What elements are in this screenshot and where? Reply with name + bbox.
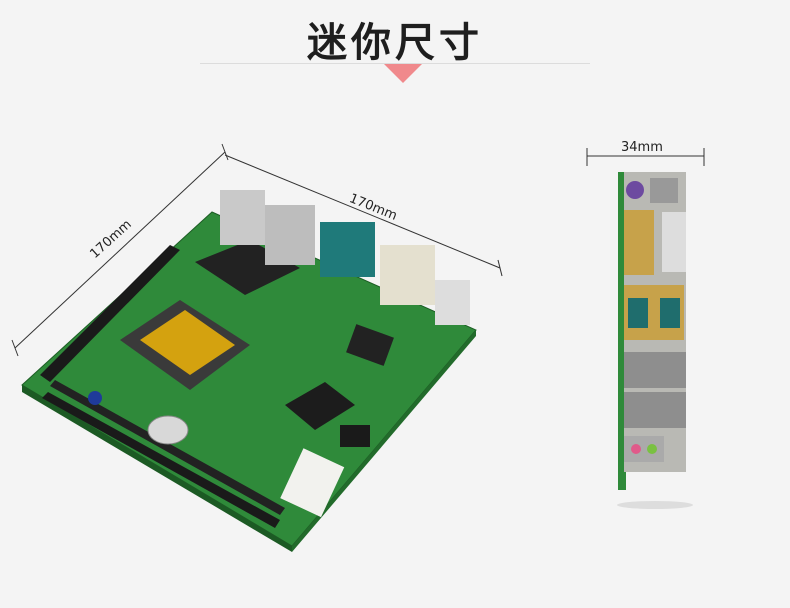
down-arrow-icon (384, 64, 422, 83)
dimension-lines (11, 143, 705, 357)
title-divider (200, 63, 590, 64)
io-panel-side-view (617, 172, 693, 509)
section-title: 迷你尺寸 (307, 20, 483, 66)
thickness-dimension-label: 34mm (621, 140, 663, 155)
motherboard (21, 190, 477, 552)
